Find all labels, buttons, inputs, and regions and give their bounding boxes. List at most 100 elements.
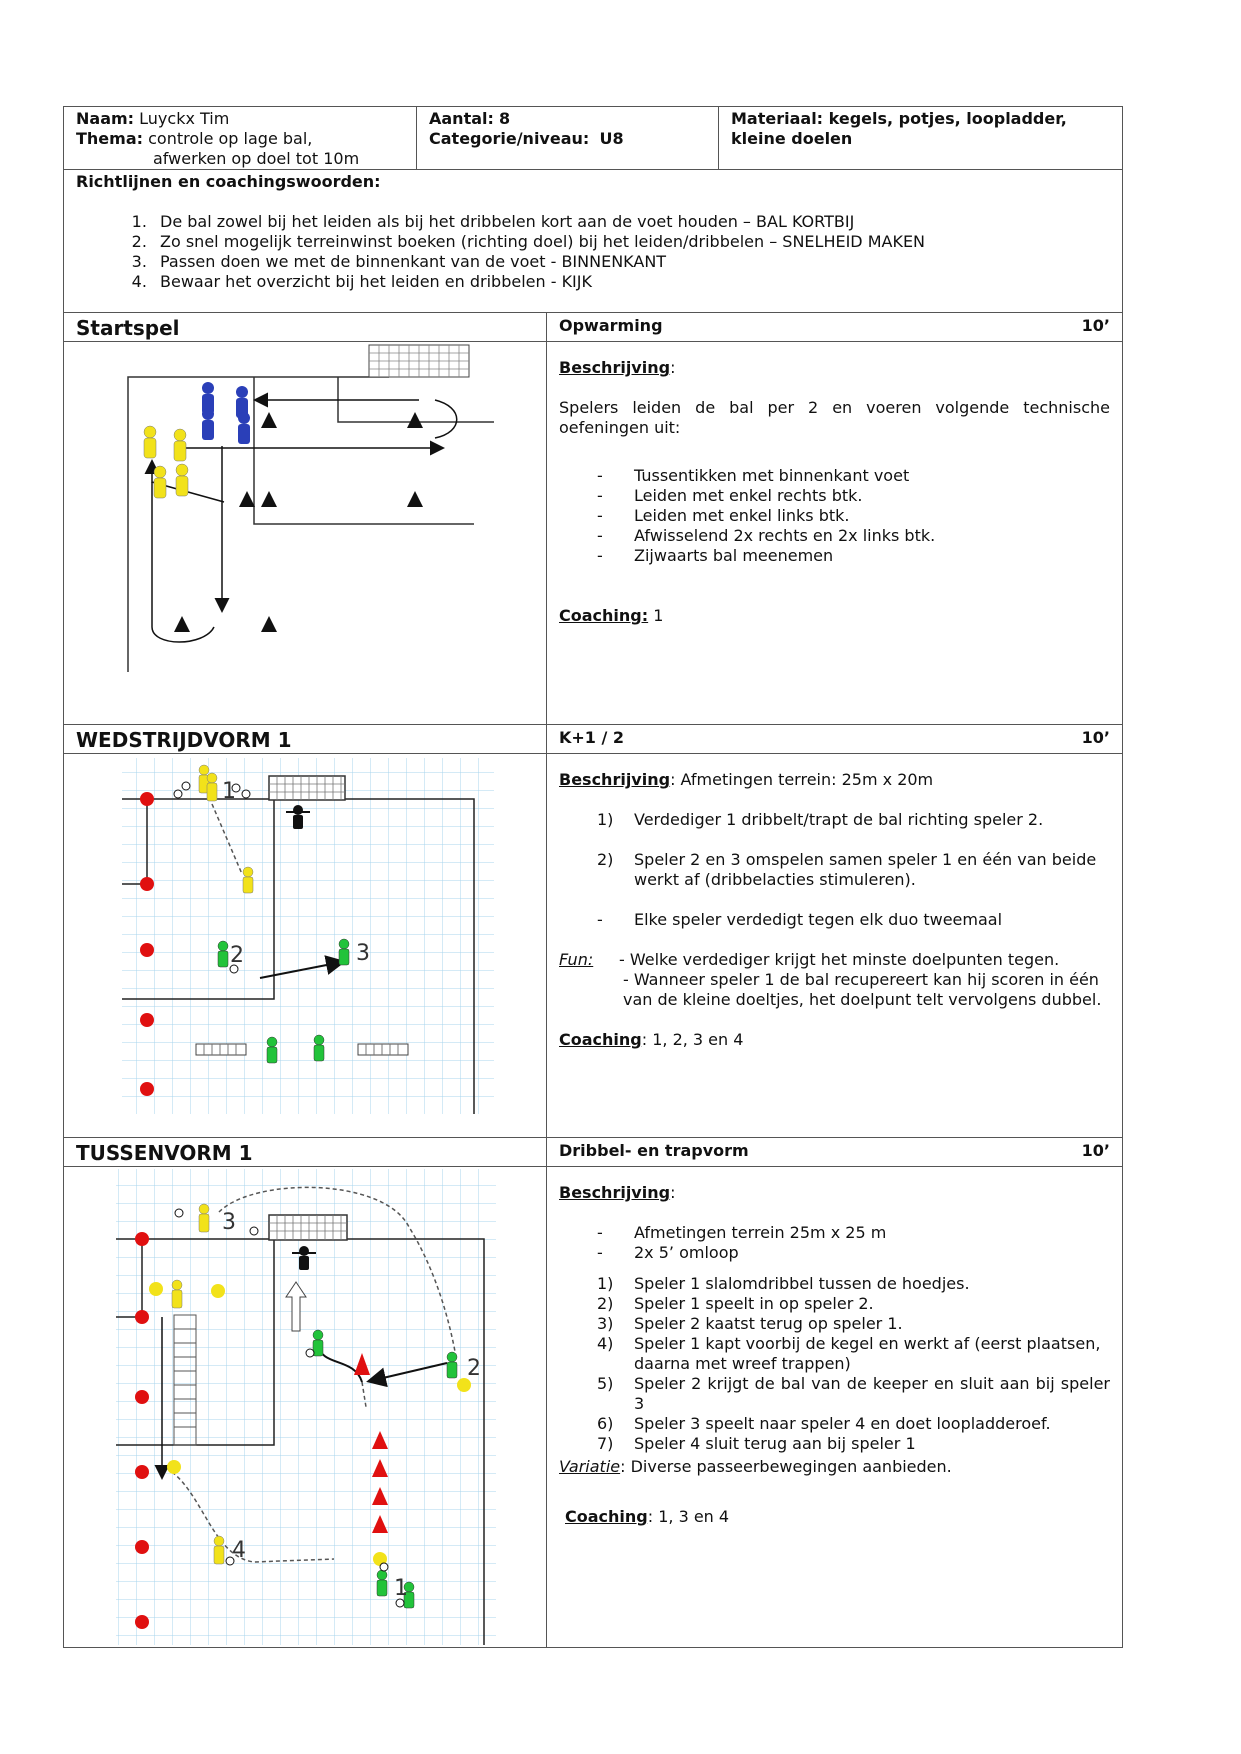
step-list: 1)Speler 1 slalomdribbel tussen de hoedj… — [559, 1274, 1110, 1454]
coaching-label: Coaching: — [559, 606, 649, 625]
section-duration: 10’ — [1081, 1141, 1110, 1160]
variation-label: Variatie — [559, 1457, 621, 1476]
category-value: U8 — [599, 129, 624, 148]
section-subtitle-bar: Dribbel- en trapvorm 10’ — [547, 1138, 1122, 1166]
list-item: -Leiden met enkel links btk. — [597, 506, 850, 525]
setup-list: -Afmetingen terrein 25m x 25 m -2x 5’ om… — [559, 1223, 1110, 1263]
section-subtitle: Opwarming — [559, 316, 663, 335]
material-line1: Materiaal: kegels, potjes, loopladder, — [731, 109, 1067, 128]
wedstrijdvorm-description: Beschrijving: Afmetingen terrein: 25m x … — [547, 754, 1122, 1137]
name-value: Luyckx Tim — [139, 109, 230, 128]
name-theme-cell: Naam: Luyckx Tim Thema: controle op lage… — [64, 107, 417, 169]
count-label: Aantal: — [429, 109, 494, 128]
list-item: 5)Speler 2 krijgt de bal van de keeper e… — [597, 1374, 1110, 1413]
guideline-item: Bewaar het overzicht bij het leiden en d… — [152, 272, 1110, 292]
list-item: 2)Speler 1 speelt in op speler 2. — [597, 1294, 874, 1313]
goal — [268, 775, 346, 801]
coaching-value: : 1, 3 en 4 — [647, 1507, 730, 1526]
guidelines-list: De bal zowel bij het leiden als bij het … — [76, 212, 1110, 292]
guideline-item: De bal zowel bij het leiden als bij het … — [152, 212, 1110, 232]
players-green — [312, 1329, 458, 1609]
yellow-cones — [149, 1282, 471, 1566]
run-paths — [171, 1186, 457, 1563]
list-item: 4)Speler 1 kapt voorbij de kegel en werk… — [597, 1334, 1101, 1373]
section-subtitle: K+1 / 2 — [559, 728, 625, 747]
arrows — [144, 392, 458, 643]
tussenvorm-body-row: 3 2 4 1 Beschrijving: -Afmetingen terrei… — [64, 1167, 1122, 1647]
players-yellow — [171, 1203, 225, 1565]
variation-value: : Diverse passeerbewegingen aanbieden. — [620, 1457, 952, 1476]
theme-value-cont: afwerken op doel tot 10m — [153, 149, 360, 168]
wedstrijdvorm-diagram-cell: 1 2 3 — [64, 754, 547, 1137]
player-label: 1 — [394, 1576, 408, 1601]
players-green — [217, 938, 350, 1064]
shot-arrow — [285, 1281, 307, 1332]
keeper — [286, 805, 310, 829]
list-item: -Leiden met enkel rechts btk. — [597, 486, 863, 505]
count-category-cell: Aantal: 8 Categorie/niveau: U8 — [417, 107, 719, 169]
section-title: TUSSENVORM 1 — [64, 1138, 547, 1166]
description-label: Beschrijving — [559, 770, 671, 789]
list-item: -Zijwaarts bal meenemen — [597, 546, 834, 565]
tussenvorm-diagram: 3 2 4 1 — [116, 1169, 496, 1645]
small-goals — [195, 1043, 409, 1056]
guidelines-title: Richtlijnen en coachingswoorden: — [76, 172, 381, 191]
tussenvorm-header-row: TUSSENVORM 1 Dribbel- en trapvorm 10’ — [64, 1138, 1122, 1167]
player-label: 3 — [222, 1210, 236, 1235]
dribble-path — [211, 803, 243, 875]
section-title: Startspel — [64, 313, 547, 341]
material-cell: Materiaal: kegels, potjes, loopladder, k… — [719, 107, 1122, 169]
description-value: : Afmetingen terrein: 25m x 20m — [670, 770, 934, 789]
balls — [173, 781, 251, 974]
section-subtitle: Dribbel- en trapvorm — [559, 1141, 749, 1160]
red-cones — [135, 1232, 149, 1629]
section-duration: 10’ — [1081, 316, 1110, 335]
list-item: 2)Speler 2 en 3 omspelen samen speler 1 … — [597, 850, 1097, 889]
players-blue — [202, 382, 250, 444]
list-item: 7)Speler 4 sluit terug aan bij speler 1 — [597, 1434, 916, 1453]
list-item: -Elke speler verdedigt tegen elk duo twe… — [597, 910, 1003, 929]
wedstrijdvorm-diagram: 1 2 3 — [122, 758, 494, 1114]
list-item: -Afmetingen terrein 25m x 25 m — [597, 1223, 887, 1242]
coaching-label: Coaching — [559, 1030, 642, 1049]
theme-label: Thema: — [76, 129, 144, 148]
red-cones — [140, 792, 154, 1096]
guideline-item: Passen doen we met de binnenkant van de … — [152, 252, 1110, 272]
fun-line: - Wanneer speler 1 de bal recupereert ka… — [623, 970, 1102, 1009]
guidelines: Richtlijnen en coachingswoorden: De bal … — [64, 170, 1122, 312]
list-item: -2x 5’ omloop — [597, 1243, 739, 1262]
fun-block: Fun: - Welke verdediger krijgt het minst… — [559, 950, 1110, 1010]
startspel-diagram — [127, 344, 494, 672]
balls — [174, 1208, 405, 1608]
guidelines-row: Richtlijnen en coachingswoorden: De bal … — [64, 170, 1122, 313]
tussenvorm-diagram-cell: 3 2 4 1 — [64, 1167, 547, 1647]
list-item: 1)Verdediger 1 dribbelt/trapt de bal ric… — [597, 810, 1044, 829]
count-value: 8 — [499, 109, 511, 128]
player-label: 2 — [230, 943, 244, 968]
list-item: 6)Speler 3 speelt naar speler 4 en doet … — [597, 1414, 1051, 1433]
coaching-label: Coaching — [565, 1507, 648, 1526]
player-label: 1 — [222, 779, 236, 804]
keeper — [292, 1246, 316, 1270]
description-intro: Spelers leiden de bal per 2 en voeren vo… — [559, 398, 1110, 437]
wedstrijdvorm-body-row: 1 2 3 Beschrijving: Afmetingen terrein: … — [64, 754, 1122, 1138]
fun-label: Fun: — [559, 950, 594, 969]
player-label: 2 — [467, 1356, 481, 1381]
section-title: WEDSTRIJDVORM 1 — [64, 725, 547, 753]
section-subtitle-bar: Opwarming 10’ — [547, 313, 1122, 341]
player-label: 3 — [356, 941, 370, 966]
grid-field — [122, 758, 494, 1114]
fun-line: - Welke verdediger krijgt het minste doe… — [619, 950, 1060, 969]
step-list: 1)Verdediger 1 dribbelt/trapt de bal ric… — [559, 810, 1110, 890]
session-sheet: Naam: Luyckx Tim Thema: controle op lage… — [63, 106, 1123, 1648]
section-duration: 10’ — [1081, 728, 1110, 747]
players-yellow — [143, 425, 189, 499]
category-label: Categorie/niveau: — [429, 129, 590, 148]
goal — [368, 344, 470, 378]
wedstrijdvorm-header-row: WEDSTRIJDVORM 1 K+1 / 2 10’ — [64, 725, 1122, 754]
description-label: Beschrijving — [559, 1183, 671, 1202]
description-label: Beschrijving — [559, 358, 671, 377]
startspel-body-row: Beschrijving: Spelers leiden de bal per … — [64, 342, 1122, 725]
header-row: Naam: Luyckx Tim Thema: controle op lage… — [64, 107, 1122, 170]
startspel-description: Beschrijving: Spelers leiden de bal per … — [559, 358, 1110, 625]
